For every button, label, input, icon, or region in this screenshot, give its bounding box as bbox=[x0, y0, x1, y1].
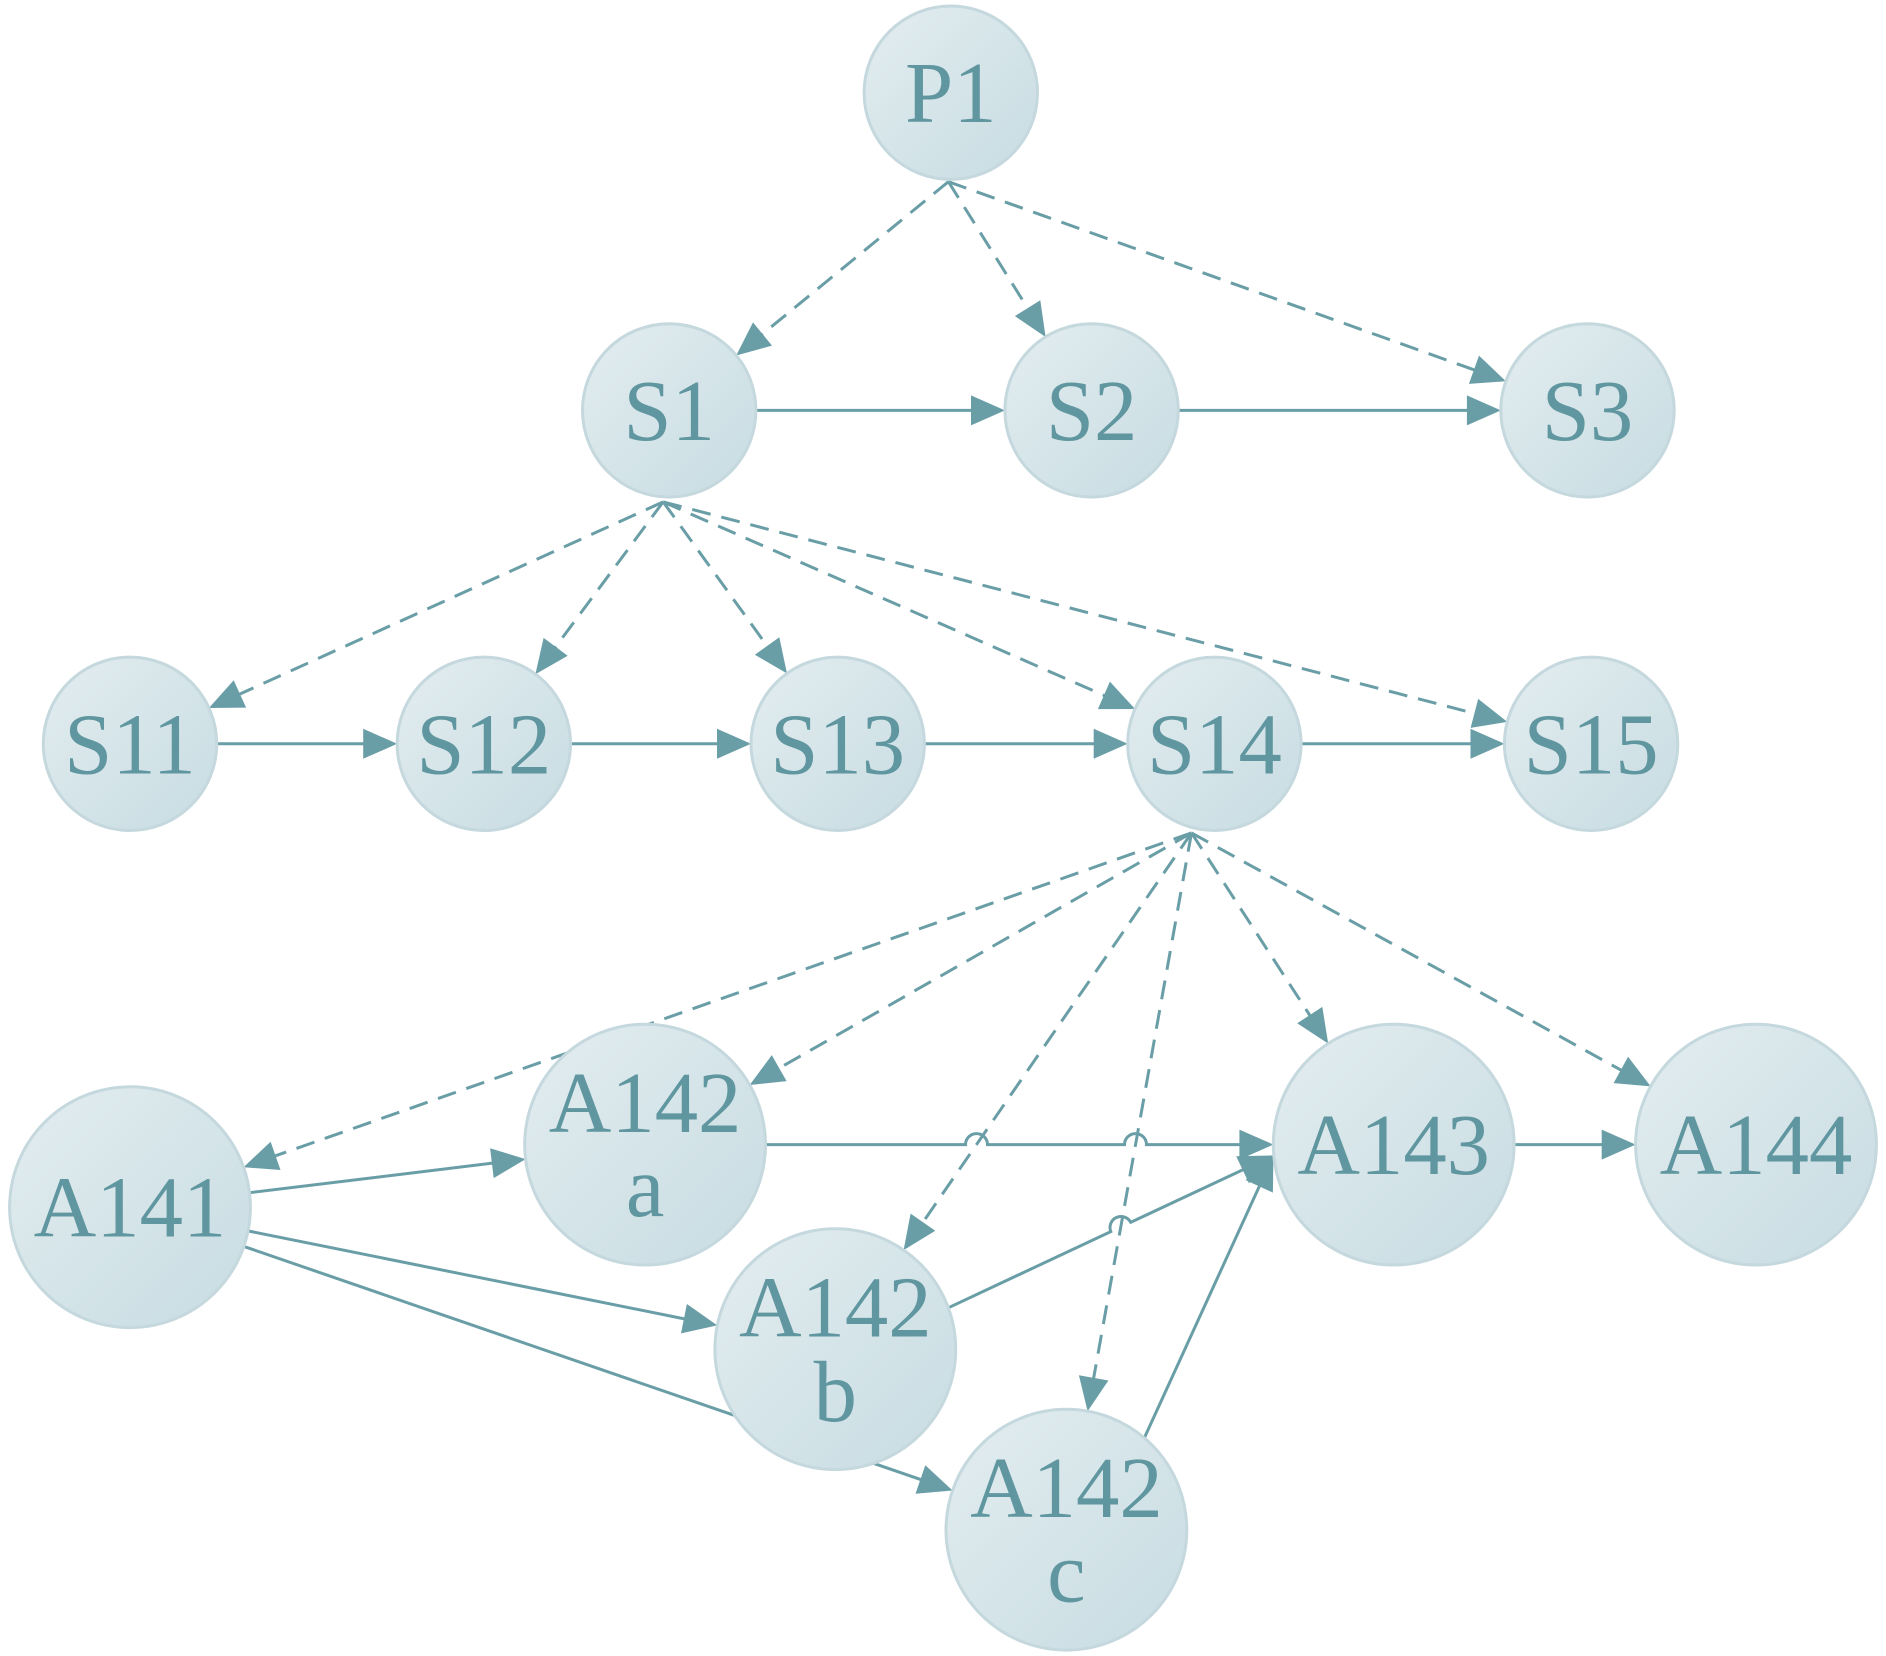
node-a143: A143 bbox=[1271, 1022, 1516, 1267]
node-a141: A141 bbox=[8, 1085, 252, 1330]
edge-a142c-to-a143-arrowhead bbox=[1245, 1155, 1274, 1193]
edge-a141-to-a142a-solid bbox=[249, 1160, 499, 1195]
edge-s14-to-a142a-arrowhead bbox=[749, 1055, 787, 1085]
edge-s11-to-s12-arrowhead bbox=[363, 728, 398, 759]
node-label: S13 bbox=[770, 696, 905, 792]
node-circle bbox=[523, 1022, 767, 1267]
edge-s1-to-s12-dashed bbox=[550, 501, 665, 654]
node-s13: S13 bbox=[749, 655, 926, 832]
edge-s12-to-s13-arrowhead bbox=[717, 728, 751, 759]
node-label: S2 bbox=[1046, 363, 1138, 459]
node-circle bbox=[1126, 655, 1303, 832]
edges-layer bbox=[216, 180, 1628, 1484]
edge-s14-to-a142c-arrowhead bbox=[1078, 1375, 1109, 1412]
edge-s1-to-s12-arrowhead bbox=[535, 637, 568, 675]
edge-s14-to-a142c-dashed bbox=[1091, 832, 1193, 1385]
node-label: A144 bbox=[1660, 1097, 1853, 1193]
edge-s14-to-a141-arrowhead bbox=[243, 1141, 281, 1170]
node-circle bbox=[749, 655, 926, 832]
node-label: S1 bbox=[623, 363, 715, 459]
node-circle bbox=[1634, 1022, 1878, 1267]
node-label: A142 bbox=[549, 1055, 742, 1151]
edge-s1-to-s15-arrowhead bbox=[1470, 698, 1508, 728]
edge-a141-to-a142a-arrowhead bbox=[490, 1148, 526, 1179]
node-s3: S3 bbox=[1499, 322, 1676, 499]
node-label: a bbox=[626, 1139, 664, 1235]
node-circle bbox=[944, 1407, 1189, 1652]
node-label: S14 bbox=[1147, 696, 1282, 792]
edge-s1-to-s13-dashed bbox=[661, 501, 773, 653]
node-s14: S14 bbox=[1126, 655, 1303, 832]
edge-s14-to-a144-arrowhead bbox=[1613, 1056, 1651, 1087]
edge-s14-to-a142b-arrowhead bbox=[903, 1213, 936, 1251]
edge-s14-to-a142b-dashed bbox=[917, 832, 1193, 1229]
edge-s1-to-s14-dashed bbox=[662, 500, 1111, 700]
edge-a142b-to-a143-solid bbox=[947, 1165, 1250, 1310]
node-label: P1 bbox=[905, 45, 997, 141]
edge-a142a-to-a143-arrowhead bbox=[1239, 1129, 1274, 1160]
arrowheads-layer bbox=[208, 300, 1651, 1494]
node-s12: S12 bbox=[395, 655, 572, 832]
node-circle bbox=[395, 655, 572, 832]
edge-a141-to-a142c-arrowhead bbox=[915, 1465, 953, 1494]
node-p1: P1 bbox=[862, 4, 1039, 181]
edge-s1-to-s2-arrowhead bbox=[971, 395, 1005, 426]
edge-s14-to-a142a-dashed bbox=[772, 831, 1193, 1073]
edge-p1-to-s2-dashed bbox=[947, 180, 1033, 315]
node-circle bbox=[41, 655, 219, 832]
node-s1: S1 bbox=[581, 322, 758, 499]
node-circle bbox=[862, 4, 1039, 181]
edge-s1-to-s13-arrowhead bbox=[754, 637, 787, 674]
node-label: A142 bbox=[739, 1260, 932, 1356]
node-circle bbox=[1271, 1022, 1516, 1267]
node-circle bbox=[713, 1227, 958, 1472]
edge-a143-to-a144-arrowhead bbox=[1601, 1129, 1636, 1160]
node-circle bbox=[1502, 655, 1680, 832]
node-label: S3 bbox=[1542, 363, 1634, 459]
node-circle bbox=[1499, 322, 1676, 499]
node-circle bbox=[1003, 322, 1180, 499]
edge-s1-to-s11-arrowhead bbox=[208, 680, 247, 708]
edge-a142b-to-a143-arrowhead bbox=[1236, 1155, 1274, 1184]
node-label: S12 bbox=[416, 696, 551, 792]
edge-s14-to-a143-arrowhead bbox=[1297, 1006, 1329, 1044]
edge-s14-to-s15-arrowhead bbox=[1470, 728, 1505, 759]
node-label: A142 bbox=[970, 1440, 1163, 1536]
edge-s14-to-a141-dashed bbox=[268, 831, 1192, 1160]
edge-a141-to-a142b-arrowhead bbox=[681, 1304, 718, 1334]
node-circle bbox=[581, 322, 758, 499]
node-label: c bbox=[1047, 1524, 1085, 1620]
edge-a142a-to-a143-solid bbox=[765, 1132, 1247, 1147]
edge-p1-to-s3-arrowhead bbox=[1468, 355, 1506, 384]
edge-s1-to-s15-dashed bbox=[662, 500, 1482, 717]
node-label: b bbox=[814, 1344, 857, 1440]
edge-a142c-to-a143-solid bbox=[1142, 1179, 1264, 1439]
edge-s14-to-a144-dashed bbox=[1190, 831, 1628, 1075]
edge-p1-to-s3-dashed bbox=[947, 180, 1481, 374]
edge-p1-to-s1-dashed bbox=[756, 180, 950, 340]
node-s2: S2 bbox=[1003, 322, 1180, 499]
node-label: S11 bbox=[64, 696, 196, 792]
edge-s1-to-s14-arrowhead bbox=[1097, 681, 1136, 710]
edge-s13-to-s14-arrowhead bbox=[1093, 728, 1128, 759]
node-circle bbox=[8, 1085, 252, 1330]
edge-s2-to-s3-arrowhead bbox=[1466, 395, 1501, 426]
edge-s14-to-a143-dashed bbox=[1190, 832, 1315, 1022]
node-s15: S15 bbox=[1502, 655, 1680, 832]
edge-a141-to-a142b-solid bbox=[247, 1229, 691, 1322]
node-s11: S11 bbox=[41, 655, 219, 832]
node-a144: A144 bbox=[1634, 1022, 1878, 1267]
edge-p1-to-s2-arrowhead bbox=[1014, 300, 1046, 337]
node-label: A141 bbox=[34, 1160, 227, 1256]
node-label: A143 bbox=[1297, 1097, 1490, 1193]
edge-p1-to-s1-arrowhead bbox=[736, 322, 772, 356]
node-label: S15 bbox=[1524, 696, 1659, 792]
edge-s1-to-s11-dashed bbox=[233, 500, 664, 699]
